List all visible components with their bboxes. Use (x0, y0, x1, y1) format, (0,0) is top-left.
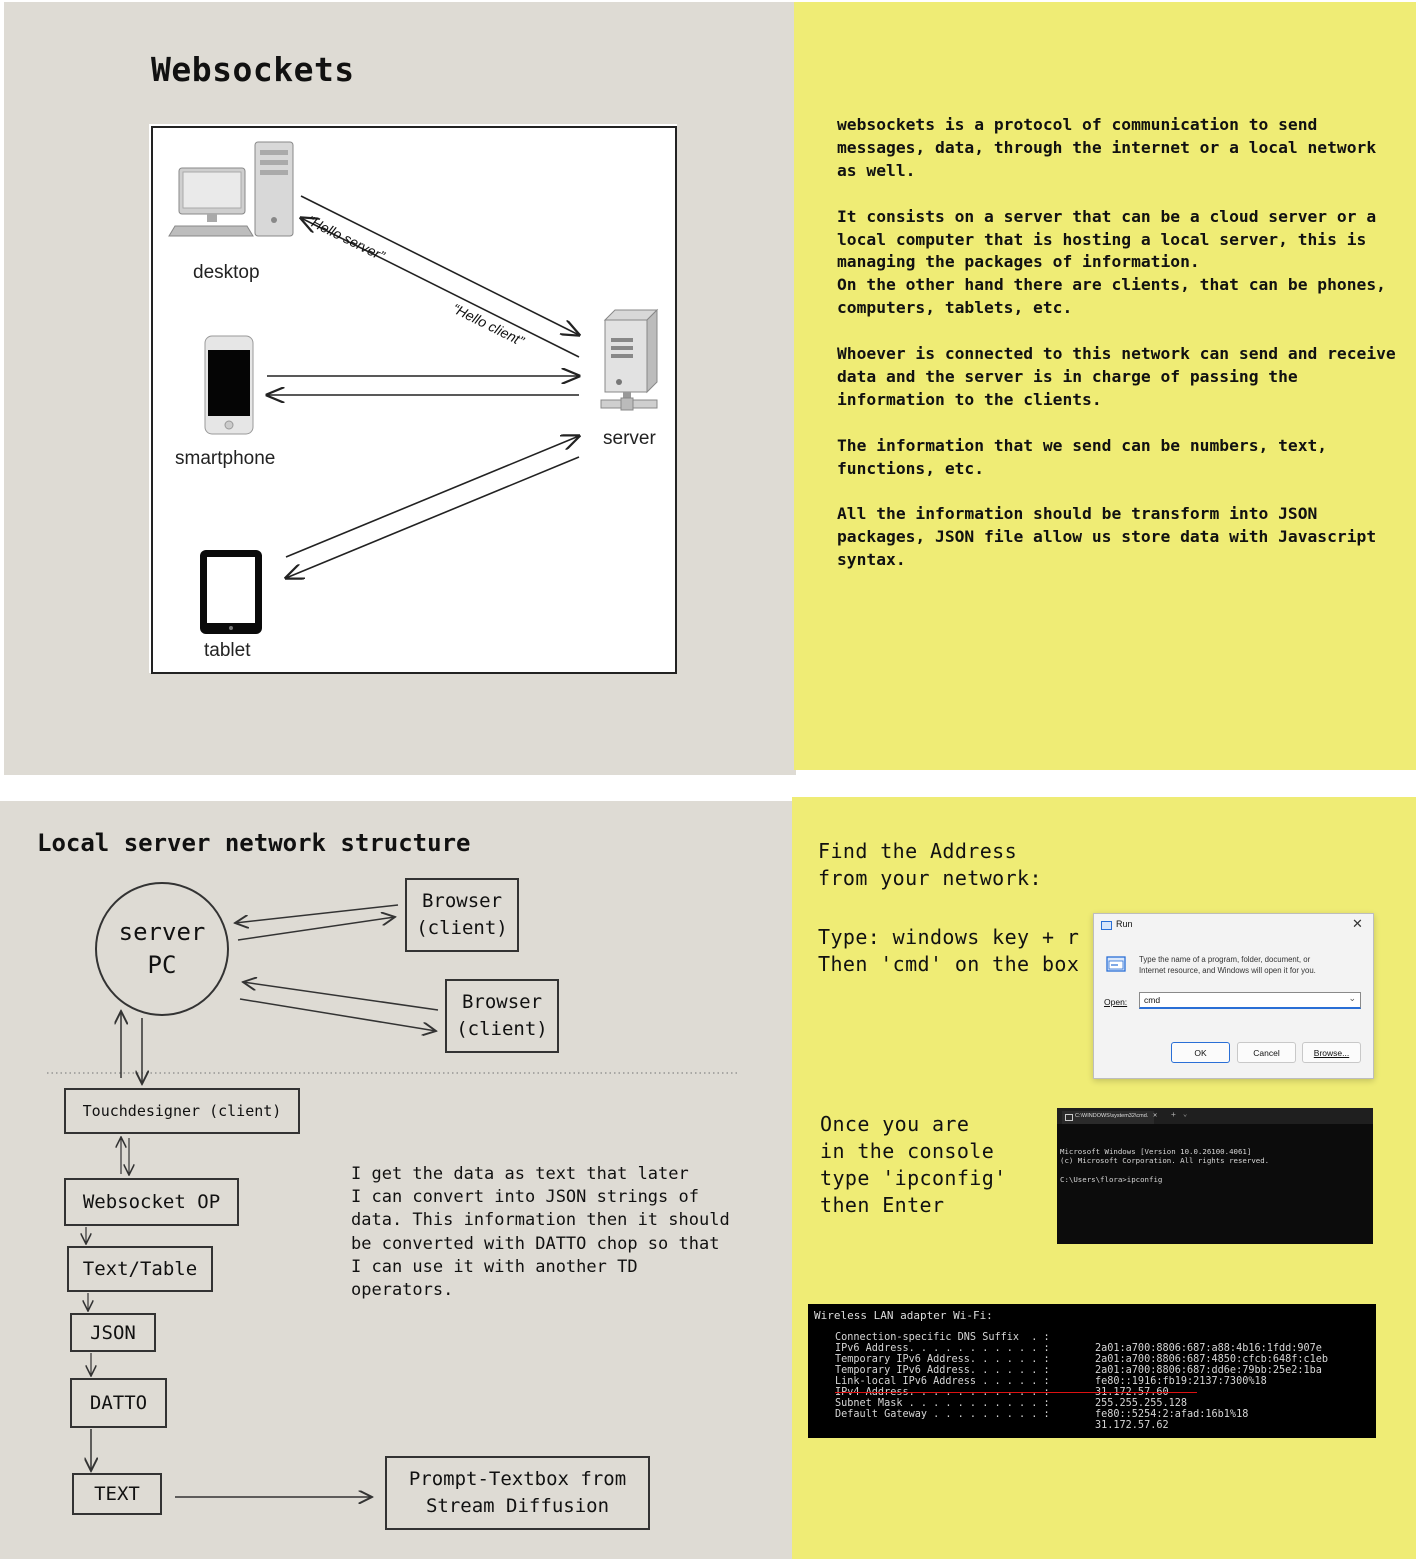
datto-label: DATTO (89, 1392, 148, 1414)
terminal-icon (1065, 1114, 1073, 1121)
ipconfig-value: fe80::5254:2:afad:16b1%18 (1095, 1409, 1249, 1420)
smartphone-icon (204, 335, 254, 435)
explanation-paragraph: websockets is a protocol of communicatio… (837, 115, 1377, 180)
datto-node: DATTO (70, 1378, 167, 1428)
ipconfig-value: 2a01:a700:8806:687:a88:4b16:1fdd:907e (1095, 1343, 1322, 1354)
smartphone-label: smartphone (175, 448, 276, 469)
browser-client-node: Browser (client) (405, 878, 519, 952)
ipconfig-label: Temporary IPv6 Address. . . . . . : (835, 1365, 1050, 1376)
run-program-icon (1106, 956, 1126, 972)
json-label: JSON (90, 1321, 136, 1344)
ipconfig-label: Temporary IPv6 Address. . . . . . : (835, 1354, 1050, 1365)
browser-client-node: Browser (client) (445, 979, 559, 1053)
websocket-diagram: desktop smartphone tablet server (149, 124, 677, 674)
ipconfig-header: Wireless LAN adapter Wi-Fi: (814, 1309, 993, 1322)
network-title: Local server network structure (37, 829, 471, 857)
ipconfig-value: 2a01:a700:8806:687:dd6e:79bb:25e2:1ba (1095, 1365, 1322, 1376)
explanation-panel (794, 2, 1416, 770)
close-icon[interactable]: ✕ (1352, 916, 1363, 931)
browse-button[interactable]: Browse... (1302, 1042, 1361, 1063)
explanation-paragraph: All the information should be transform … (837, 504, 1377, 570)
prompt-textbox-label: Prompt-Textbox from Stream Diffusion (408, 1468, 627, 1517)
websocket-op-node: Websocket OP (64, 1178, 239, 1226)
ipconfig-rows: Connection-specific DNS Suffix . : IPv6 … (835, 1332, 1328, 1431)
server-icon (600, 308, 659, 411)
connection-arrows (149, 195, 677, 673)
ipconfig-label: Link-local IPv6 Address . . . . . : (835, 1376, 1050, 1387)
cancel-button[interactable]: Cancel (1237, 1042, 1296, 1063)
text-table-label: Text/Table (82, 1258, 198, 1280)
chevron-down-icon[interactable]: ⌄ (1348, 993, 1356, 1003)
server-label: server (603, 428, 656, 449)
explanation-paragraph: It consists on a server that can be a cl… (837, 206, 1386, 318)
json-node: JSON (70, 1313, 156, 1352)
explanation-paragraph: Whoever is connected to this network can… (837, 344, 1396, 409)
desktop-icon (168, 141, 294, 237)
browser-client-label: Browser (client) (416, 890, 508, 939)
cmd-line (1060, 1166, 1269, 1175)
text-table-node: Text/Table (67, 1246, 213, 1292)
prompt-textbox-node: Prompt-Textbox from Stream Diffusion (385, 1456, 650, 1530)
ipconfig-value: 2a01:a700:8806:687:4850:cfcb:648f:c1eb (1095, 1354, 1329, 1365)
run-dialog: Run ✕ Type the name of a program, folder… (1093, 913, 1374, 1079)
ok-button[interactable]: OK (1171, 1042, 1230, 1063)
add-tab-icon[interactable]: + (1171, 1110, 1176, 1119)
ipconfig-value: 31.172.57.62 (1095, 1420, 1169, 1431)
tablet-label: tablet (204, 640, 251, 661)
cmd-output: Microsoft Windows [Version 10.0.26100.40… (1060, 1128, 1269, 1203)
network-connectors (47, 904, 740, 1559)
cmd-window: C:\WINDOWS\system32\cmd. ✕ + ⌄ Microsoft… (1057, 1108, 1373, 1244)
find-address-heading: Find the Address from your network: (818, 839, 1042, 890)
websocket-explanation: websockets is a protocol of communicatio… (837, 114, 1397, 595)
ipconfig-label: Connection-specific DNS Suffix . : (835, 1332, 1050, 1343)
cmd-tab-title: C:\WINDOWS\system32\cmd. (1075, 1113, 1149, 1119)
run-instructions: Type: windows key + r Then 'cmd' on the … (818, 925, 1080, 976)
touchdesigner-node: Touchdesigner (client) (64, 1088, 300, 1134)
desktop-label: desktop (193, 262, 260, 283)
ipconfig-value: 255.255.255.128 (1095, 1398, 1188, 1409)
run-app-icon (1101, 921, 1112, 930)
network-description: I get the data as text that later I can … (351, 1164, 730, 1301)
cmd-line: (c) Microsoft Corporation. All rights re… (1060, 1156, 1270, 1166)
tablet-icon (200, 550, 262, 634)
server-pc-label: server PC (118, 918, 206, 979)
run-dialog-title: Run (1116, 919, 1133, 929)
open-input[interactable]: cmd ⌄ (1139, 992, 1361, 1009)
ipconfig-output: Wireless LAN adapter Wi-Fi: Connection-s… (808, 1304, 1376, 1438)
cmd-line: C:\Users\flora>ipconfig (1060, 1175, 1163, 1185)
ipconfig-label: Default Gateway . . . . . . . . . : (835, 1409, 1050, 1420)
console-instructions: Once you are in the console type 'ipconf… (820, 1112, 1007, 1217)
text-node: TEXT (72, 1473, 162, 1515)
open-input-value: cmd (1144, 995, 1161, 1005)
touchdesigner-label: Touchdesigner (client) (82, 1102, 282, 1120)
text-label: TEXT (94, 1483, 140, 1505)
websockets-title: Websockets (151, 50, 355, 89)
ipconfig-value: fe80::1916:fb19:2137:7300%18 (1095, 1376, 1267, 1387)
ipconfig-label: Subnet Mask . . . . . . . . . . . : (835, 1398, 1050, 1409)
chevron-down-icon[interactable]: ⌄ (1183, 1110, 1188, 1118)
browser-client-label: Browser (client) (456, 991, 548, 1040)
cmd-tab[interactable] (1062, 1111, 1154, 1124)
cmd-line: Microsoft Windows [Version 10.0.26100.40… (1060, 1146, 1252, 1156)
run-dialog-message: Type the name of a program, folder, docu… (1139, 955, 1316, 975)
ipconfig-label: IPv6 Address. . . . . . . . . . . : (835, 1343, 1050, 1354)
websocket-op-label: Websocket OP (82, 1191, 221, 1213)
open-label: Open: (1104, 997, 1128, 1007)
explanation-paragraph: The information that we send can be numb… (837, 435, 1328, 478)
ipconfig-label (835, 1420, 1095, 1431)
server-pc-node: server PC (95, 882, 229, 1016)
ipv4-highlight-underline (835, 1392, 1197, 1393)
close-icon[interactable]: ✕ (1153, 1111, 1158, 1119)
